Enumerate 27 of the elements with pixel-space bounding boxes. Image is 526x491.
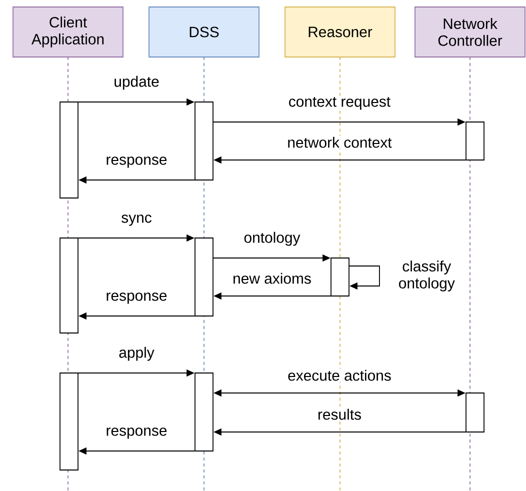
activation-bar — [60, 102, 78, 198]
edge-label: new axioms — [232, 272, 312, 285]
edge-label: execute actions — [286, 368, 392, 382]
edge-label: classify ontology — [399, 260, 455, 292]
activation-bar — [194, 372, 214, 452]
edge-label: apply — [118, 346, 156, 362]
activation-bar — [194, 238, 214, 316]
participant-box: Client Application — [12, 6, 124, 58]
participant-box: Reasoner — [284, 6, 396, 58]
activation-bar — [466, 122, 484, 160]
participant-box: DSS — [148, 6, 260, 58]
activation-bar — [330, 258, 350, 296]
edge-label: response — [104, 426, 168, 440]
activation-bar — [60, 372, 78, 470]
edge-label: results — [316, 408, 362, 421]
edge-label: sync — [120, 214, 153, 227]
edge-label: response — [104, 292, 168, 305]
self-arrow — [349, 266, 380, 290]
edge-label: network context — [286, 136, 393, 149]
participant-box: Network Controller — [414, 6, 526, 58]
edge-label: response — [104, 156, 168, 169]
activation-bar — [60, 238, 78, 334]
activation-bar — [466, 392, 484, 432]
edge-label: update — [112, 74, 160, 91]
activation-bar — [194, 102, 214, 180]
edge-label: context request — [287, 96, 392, 111]
edge-label: ontology — [242, 230, 302, 247]
